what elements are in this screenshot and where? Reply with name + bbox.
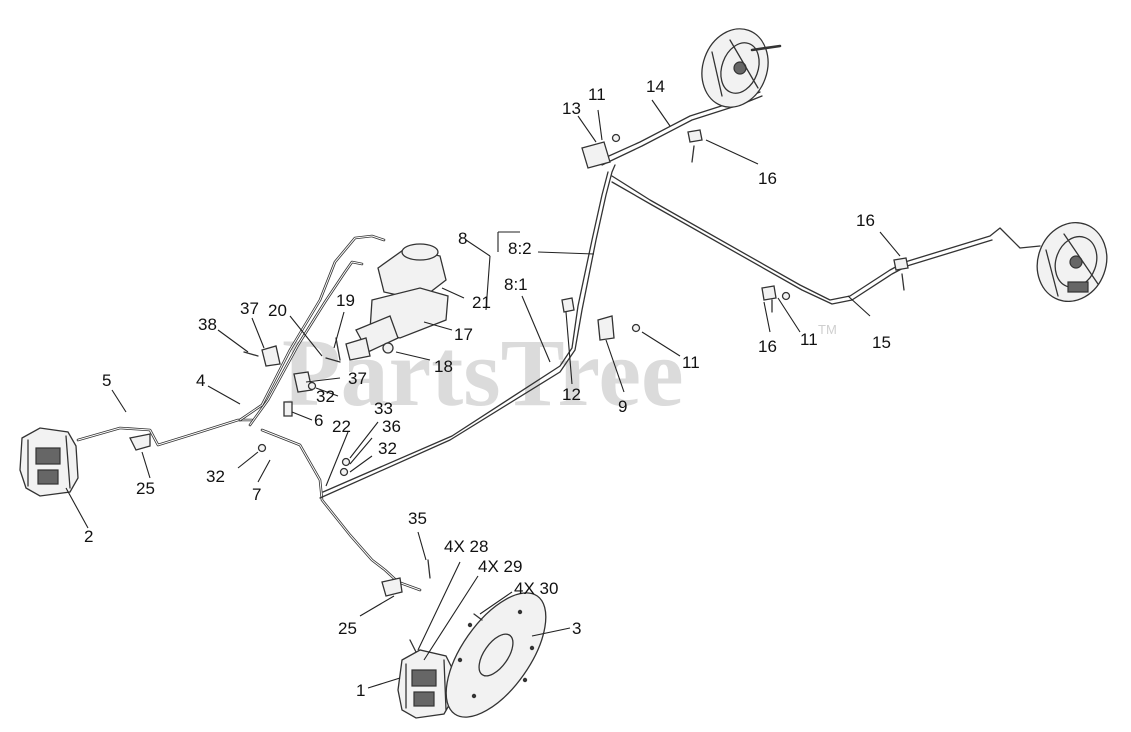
callout-14: 14 (646, 77, 665, 96)
callout-8-1: 8:1 (504, 275, 528, 294)
watermark-text: PartsTree (282, 319, 684, 426)
callout-19: 19 (336, 291, 355, 310)
callout-11-top: 11 (588, 85, 606, 104)
callout-4x-28: 4X 28 (444, 537, 488, 556)
callout-7: 7 (252, 485, 261, 504)
callout-2: 2 (84, 527, 93, 546)
callout-33: 33 (374, 399, 393, 418)
callout-32-right: 32 (378, 439, 397, 458)
callout-16-top: 16 (758, 169, 777, 188)
callout-17: 17 (454, 325, 473, 344)
brake-line-right-rear (611, 175, 1041, 301)
callout-6: 6 (314, 411, 323, 430)
callout-3: 3 (572, 619, 581, 638)
caliper-left-front (19, 427, 79, 497)
callout-8-2: 8:2 (508, 239, 532, 258)
callout-36: 36 (382, 417, 401, 436)
brackets (129, 129, 909, 597)
callout-8: 8 (458, 229, 467, 248)
callout-38: 38 (198, 315, 217, 334)
callout-9: 9 (618, 397, 627, 416)
hardware (243, 133, 905, 653)
callout-13: 13 (562, 99, 581, 118)
callout-32-left: 32 (206, 467, 225, 486)
callout-37-lower: 37 (348, 369, 367, 388)
callout-4x-30: 4X 30 (514, 579, 558, 598)
drum-brake-left-rear (701, 28, 782, 108)
callout-labels: 1 2 3 4 5 6 7 8 8:2 8:1 9 11 11 11 12 13… (84, 77, 891, 700)
callout-4x-29: 4X 29 (478, 557, 522, 576)
callout-11-mid: 11 (682, 353, 700, 372)
master-cylinder (355, 243, 449, 354)
caliper-right-front (397, 649, 453, 719)
watermark-trademark: TM (818, 322, 837, 337)
callout-22: 22 (332, 417, 351, 436)
brake-line-rear-main (319, 164, 616, 499)
watermark: PartsTree TM (282, 319, 837, 426)
callout-32-upper: 32 (316, 387, 335, 406)
callout-1: 1 (356, 681, 365, 700)
callout-11-right: 11 (800, 330, 818, 349)
callout-25-bottom: 25 (338, 619, 357, 638)
callout-5: 5 (102, 371, 111, 390)
callout-16-bottom: 16 (758, 337, 777, 356)
leader-lines (65, 99, 901, 689)
callout-12: 12 (562, 385, 581, 404)
callout-21: 21 (472, 293, 491, 312)
callout-20: 20 (268, 301, 287, 320)
drum-brake-right-rear (1036, 222, 1108, 302)
callout-4: 4 (196, 371, 205, 390)
callout-37-upper: 37 (240, 299, 259, 318)
callout-15: 15 (872, 333, 891, 352)
callout-16-right: 16 (856, 211, 875, 230)
callout-35: 35 (408, 509, 427, 528)
brake-rotor (445, 592, 547, 718)
callout-25-left: 25 (136, 479, 155, 498)
callout-18: 18 (434, 357, 453, 376)
